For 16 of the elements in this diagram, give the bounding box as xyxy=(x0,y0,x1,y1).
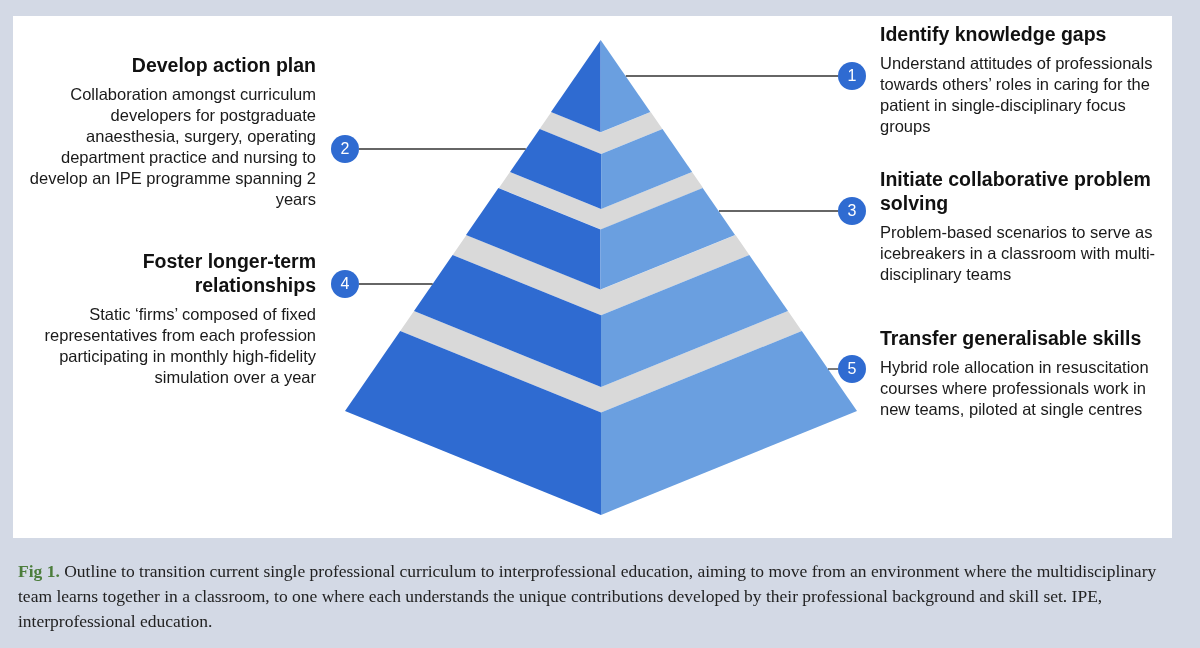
step-heading: Foster longer-term relationships xyxy=(141,249,316,297)
step-heading: Initiate collaborative problem solving xyxy=(880,167,1152,215)
step-description: Problem-based scenarios to serve as icebreakers in a classroom with multi-disciplinary teams xyxy=(880,222,1157,285)
leader-line xyxy=(625,75,839,77)
step-description: Understand attitudes of professionals towards others’ roles in caring for the patient in single-disciplinary focus groups xyxy=(880,53,1154,137)
step-description: Collaboration amongst curriculum developers for postgraduate anaesthesia, surgery, operating department practice and nursing to develop an IPE programme spanning 2 years xyxy=(28,84,316,210)
figure-caption: Fig 1. Outline to transition current single professional curriculum to interprofessional education, aiming to move from an environment where the multidisciplinary team learns together in a classroom, to one where each understands the unique contributions developed by their professional background and skill set. IPE, interprofessional education. xyxy=(18,560,1158,633)
step-heading: Develop action plan xyxy=(130,53,316,77)
step-description: Static ‘firms’ composed of fixed representatives from each profession participating in monthly high-fidelity simulation over a year xyxy=(43,304,316,388)
leader-line xyxy=(718,210,839,212)
leader-line xyxy=(358,148,527,150)
step-heading: Identify knowledge gaps xyxy=(880,22,1108,46)
leader-line xyxy=(827,368,839,370)
step-description: Hybrid role allocation in resuscitation courses where professionals work in new teams, piloted at single centres xyxy=(880,357,1150,420)
leader-line xyxy=(358,283,434,285)
step-heading: Transfer generalisable skills xyxy=(880,326,1143,350)
